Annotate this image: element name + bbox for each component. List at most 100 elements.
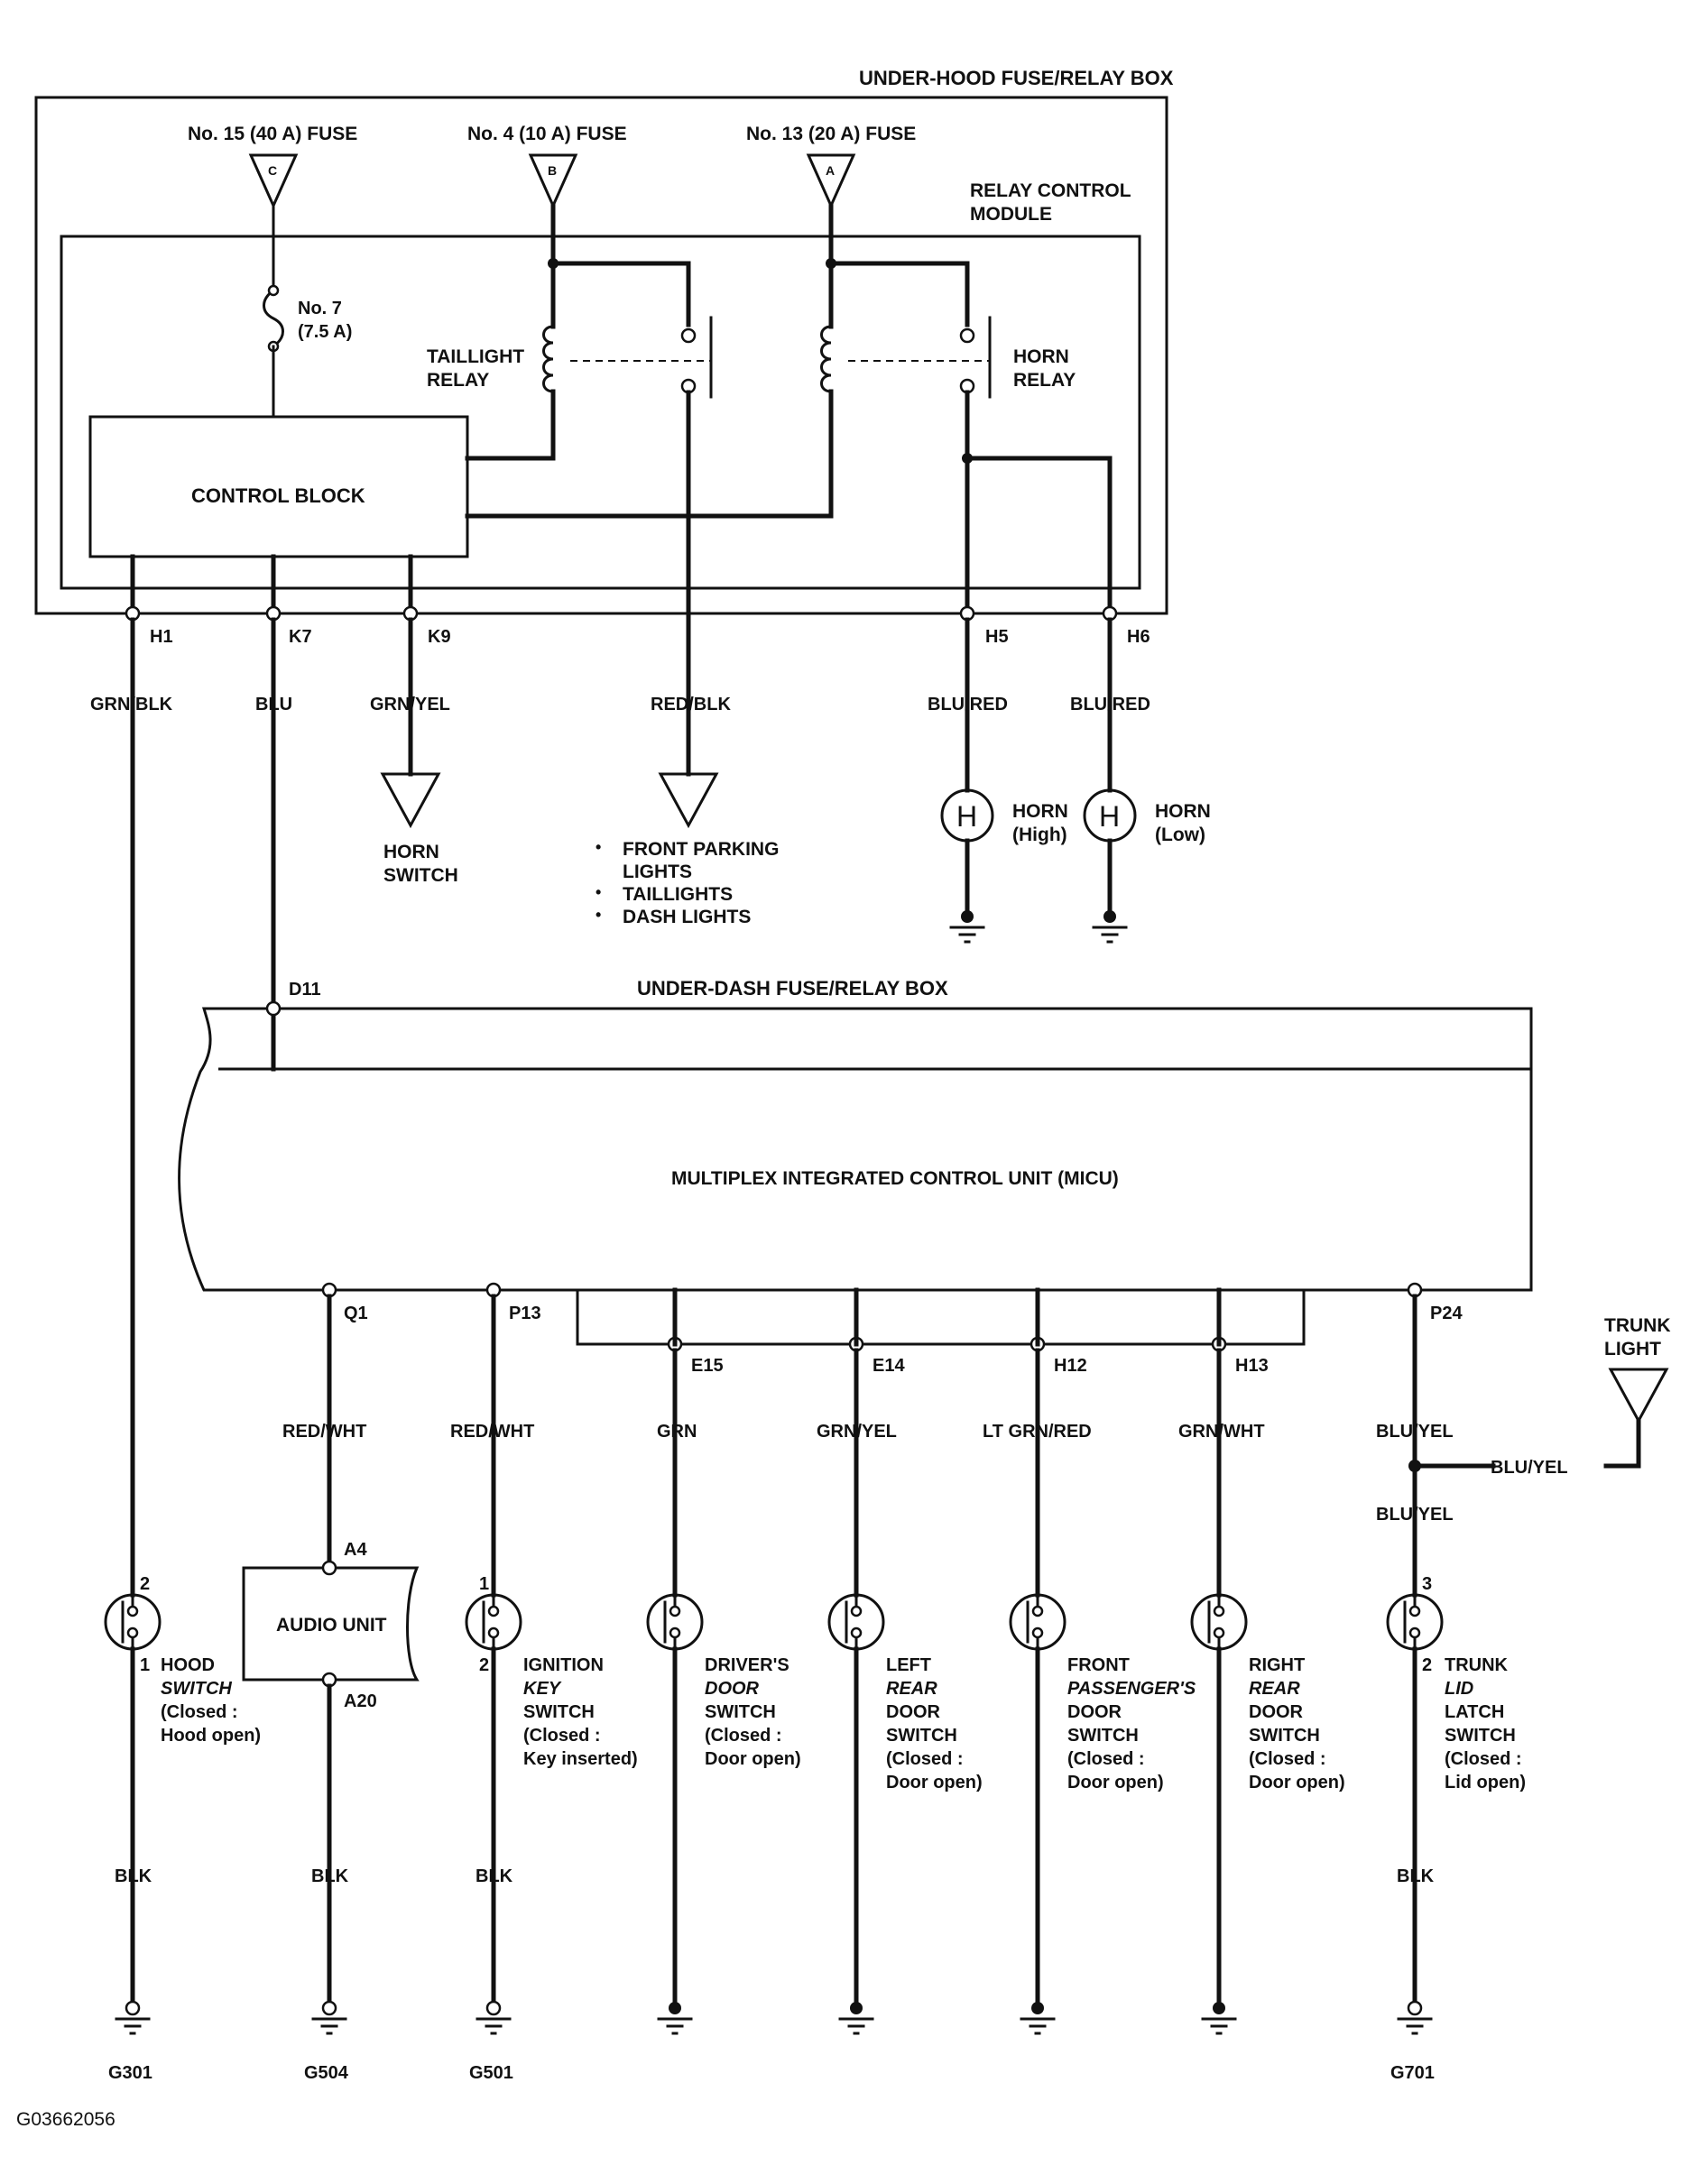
audio-unit-box	[242, 1566, 420, 1682]
lights-bullet-3: •	[596, 906, 601, 924]
pin-h5-label: H5	[985, 627, 1009, 647]
wire-label-grn-wht: GRN/WHT	[1178, 1422, 1265, 1442]
svg-text:SWITCH: SWITCH	[1445, 1726, 1516, 1746]
taillight-relay-label: TAILLIGHT	[427, 346, 524, 367]
pin-q1-label: Q1	[344, 1304, 368, 1323]
horn-relay-contact-top	[959, 327, 975, 344]
lights-bullet-2: •	[596, 883, 601, 901]
ground-symbols	[115, 2017, 1433, 2035]
wire-label-red-blk: RED/BLK	[651, 695, 731, 714]
ignition-key-switch	[465, 1593, 522, 1651]
horn-low-letter: H	[1099, 800, 1120, 833]
audio-unit-label: AUDIO UNIT	[276, 1615, 387, 1636]
pin-h13-label: H13	[1235, 1356, 1269, 1376]
control-block	[88, 415, 469, 558]
svg-text:(Closed :: (Closed :	[523, 1726, 601, 1746]
horn-switch-label-2: SWITCH	[383, 865, 458, 886]
relay-control-module-frame	[60, 235, 1141, 590]
svg-text:Door open): Door open)	[1249, 1773, 1345, 1792]
horn-low-label: HORN	[1155, 801, 1211, 822]
fuse-7-symbol	[263, 288, 284, 349]
horn-high-label: HORN	[1012, 801, 1068, 822]
horn-high-ground	[949, 926, 985, 944]
pin-h6-label: H6	[1127, 627, 1150, 647]
terminal-a-letter: A	[826, 163, 835, 178]
svg-text:LID: LID	[1445, 1679, 1473, 1699]
pin-e14-label: E14	[873, 1356, 905, 1376]
ground-g301-terminal	[125, 2000, 141, 2016]
svg-text:TRUNK: TRUNK	[1445, 1655, 1509, 1675]
svg-text:Key inserted): Key inserted)	[523, 1749, 638, 1769]
horn-low-label-2: (Low)	[1155, 825, 1205, 845]
horn-relay-coil	[820, 325, 833, 393]
svg-text:SWITCH: SWITCH	[1249, 1726, 1320, 1746]
svg-text:Door open): Door open)	[886, 1773, 983, 1792]
svg-text:SWITCH: SWITCH	[886, 1726, 957, 1746]
svg-text:SWITCH: SWITCH	[161, 1679, 232, 1699]
taillight-relay-contact-top	[680, 327, 697, 344]
horn-switch-label: HORN	[383, 842, 439, 862]
svg-text:SWITCH: SWITCH	[523, 1702, 595, 1722]
left-rear-door-switch	[827, 1593, 885, 1651]
terminal-b-letter: B	[548, 163, 557, 178]
pin-p24-label: P24	[1430, 1304, 1463, 1323]
pin-d11	[265, 1000, 282, 1017]
lights-bullet-1: •	[596, 838, 601, 856]
horn-high-label-2: (High)	[1012, 825, 1067, 845]
ground-driver-door-node	[669, 2002, 681, 2014]
wire-fuse-a-bus	[828, 203, 970, 327]
horn-high-symbol	[940, 788, 994, 843]
svg-text:(Closed :: (Closed :	[161, 1702, 238, 1722]
under-hood-box-frame	[34, 96, 1168, 615]
svg-text:DOOR: DOOR	[1067, 1702, 1122, 1722]
pin-k9-label: K9	[428, 627, 451, 647]
pin-h12-label: H12	[1054, 1356, 1087, 1376]
hood-switch-label: HOOD SWITCH (Closed : Hood open)	[161, 1655, 261, 1746]
wire-horn-coil-to-control-block	[465, 389, 834, 519]
svg-text:KEY: KEY	[523, 1679, 562, 1699]
door-wire-stubs	[672, 1287, 1222, 1347]
pin-e15-label: E15	[691, 1356, 724, 1376]
svg-text:PASSENGER'S: PASSENGER'S	[1067, 1679, 1196, 1699]
wire-label-blu-yel-branch: BLU/YEL	[1491, 1458, 1568, 1478]
ground-front-passenger-door-node	[1031, 2002, 1044, 2014]
fuse-4-label: No. 4 (10 A) FUSE	[467, 124, 627, 144]
relay-control-module-label-2: MODULE	[970, 204, 1052, 225]
hood-switch-pin-bottom: 1	[140, 1655, 150, 1675]
lights-label-2: LIGHTS	[623, 862, 692, 882]
horn-relay-label-2: RELAY	[1013, 370, 1076, 391]
svg-text:(Closed :: (Closed :	[705, 1726, 782, 1746]
lights-label-4: DASH LIGHTS	[623, 907, 751, 927]
ground-g501-terminal	[485, 2000, 502, 2016]
svg-text:REAR: REAR	[886, 1679, 937, 1699]
svg-text:(Closed :: (Closed :	[1067, 1749, 1145, 1769]
svg-text:DRIVER'S: DRIVER'S	[705, 1655, 789, 1675]
taillight-relay-coil	[542, 325, 555, 393]
svg-text:(Closed :: (Closed :	[1445, 1749, 1522, 1769]
svg-text:SWITCH: SWITCH	[1067, 1726, 1139, 1746]
svg-text:SWITCH: SWITCH	[705, 1702, 776, 1722]
pin-d11-label: D11	[289, 980, 321, 1000]
pin-k7-label: K7	[289, 627, 312, 647]
svg-text:LATCH: LATCH	[1445, 1702, 1504, 1722]
svg-text:DOOR: DOOR	[886, 1702, 941, 1722]
svg-text:Door open): Door open)	[705, 1749, 801, 1769]
front-passengers-door-switch	[1009, 1593, 1066, 1651]
svg-text:(Closed :: (Closed :	[1249, 1749, 1326, 1769]
wire-taillight-coil-to-control-block	[465, 389, 556, 461]
hood-switch	[104, 1593, 162, 1651]
horn-high-ground-node	[961, 910, 974, 923]
trunk-lid-latch-switch-label: TRUNK LID LATCH SWITCH (Closed : Lid ope…	[1445, 1655, 1526, 1792]
relay-control-module-label: RELAY CONTROL	[970, 180, 1131, 201]
horn-switch-connector	[380, 772, 441, 829]
pin-a4-label: A4	[344, 1540, 367, 1560]
ground-g701-terminal	[1407, 2000, 1423, 2016]
pin-p13-label: P13	[509, 1304, 541, 1323]
junction-horn-output	[962, 453, 973, 464]
svg-text:Lid open): Lid open)	[1445, 1773, 1526, 1792]
ground-left-rear-door-node	[850, 2002, 863, 2014]
hood-switch-pin-top: 2	[140, 1574, 150, 1594]
svg-text:FRONT: FRONT	[1067, 1655, 1130, 1675]
fuse-15-label: No. 15 (40 A) FUSE	[188, 124, 357, 144]
